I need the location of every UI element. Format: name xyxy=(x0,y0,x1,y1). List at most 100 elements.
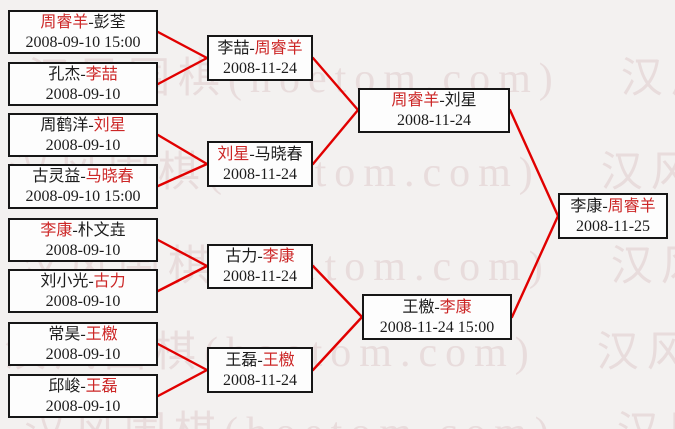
match-date: 2008-09-10 xyxy=(45,85,121,103)
match-box-final: 李康-周睿羊 2008-11-25 xyxy=(558,193,668,239)
match-box-round1-3: 周鹤洋-刘星 2008-09-10 xyxy=(8,113,158,157)
match-players: 李康-朴文垚 xyxy=(40,220,125,241)
player-name: 马晓春 xyxy=(85,168,134,185)
player-name: 马晓春 xyxy=(254,145,303,163)
match-players: 孔杰-李喆 xyxy=(48,64,117,85)
player-name: 刘星 xyxy=(217,145,250,163)
player-name: 周睿羊 xyxy=(391,92,440,109)
match-date: 2008-09-10 15:00 xyxy=(25,33,141,51)
match-players: 刘星-马晓春 xyxy=(217,144,302,165)
match-date: 2008-09-10 xyxy=(45,397,121,415)
name-separator: - xyxy=(257,248,263,265)
match-date: 2008-09-10 xyxy=(45,345,121,363)
player-name: 朴文垚 xyxy=(77,221,126,239)
match-players: 周鹤洋-刘星 xyxy=(40,115,125,136)
player-name: 王磊 xyxy=(85,377,118,395)
player-name: 周睿羊 xyxy=(607,197,656,215)
player-name: 邱峻 xyxy=(48,377,81,395)
player-name: 李喆 xyxy=(217,39,250,57)
player-name: 李康 xyxy=(439,298,472,316)
match-players: 王磊-王檄 xyxy=(225,350,294,371)
connector-line xyxy=(311,108,360,166)
player-name: 王磊 xyxy=(225,351,258,369)
match-date: 2008-09-10 15:00 xyxy=(25,188,141,205)
match-players: 王檄-李康 xyxy=(402,297,471,318)
match-players: 常昊-王檄 xyxy=(48,324,117,345)
name-separator: - xyxy=(602,197,608,215)
player-name: 周睿羊 xyxy=(254,39,303,57)
name-separator: - xyxy=(88,272,94,290)
player-name: 孔杰 xyxy=(48,65,81,83)
name-separator: - xyxy=(72,221,78,239)
player-name: 古力 xyxy=(93,272,126,290)
name-separator: - xyxy=(257,351,263,369)
name-separator: - xyxy=(80,325,86,343)
connector-line xyxy=(156,368,209,398)
match-players: 古灵益-马晓春 xyxy=(32,166,133,187)
match-players: 周睿羊-刘星 xyxy=(391,90,476,111)
match-box-round1-5: 李康-朴文垚 2008-09-10 xyxy=(8,218,158,262)
connector-line xyxy=(156,133,209,166)
name-separator: - xyxy=(80,377,86,395)
player-name: 刘小光 xyxy=(40,272,89,290)
match-box-round1-2: 孔杰-李喆 2008-09-10 xyxy=(8,62,158,106)
match-players: 李喆-周睿羊 xyxy=(217,38,302,59)
connector-line xyxy=(156,56,209,86)
player-name: 李康 xyxy=(570,197,603,215)
player-name: 彭荃 xyxy=(93,13,126,31)
match-date: 2008-11-24 15:00 xyxy=(379,318,495,336)
match-box-round1-6: 刘小光-古力 2008-09-10 xyxy=(8,269,158,313)
name-separator: - xyxy=(249,145,255,163)
player-name: 李康 xyxy=(262,248,295,265)
player-name: 周睿羊 xyxy=(40,13,89,31)
match-box-semifinal-2: 王檄-李康 2008-11-24 15:00 xyxy=(362,294,512,340)
name-separator: - xyxy=(88,116,94,134)
match-date: 2008-09-10 xyxy=(45,241,121,259)
connector-line xyxy=(156,162,209,188)
name-separator: - xyxy=(88,13,94,31)
match-box-round2-4: 王磊-王檄 2008-11-24 xyxy=(207,347,313,393)
match-date: 2008-11-24 xyxy=(396,112,472,129)
match-date: 2008-11-25 xyxy=(575,217,651,235)
match-date: 2008-11-24 xyxy=(222,268,298,285)
connector-line xyxy=(508,108,560,218)
player-name: 古力 xyxy=(225,248,258,265)
match-date: 2008-09-10 xyxy=(45,292,121,310)
match-box-semifinal-1: 周睿羊-刘星 2008-11-24 xyxy=(358,88,510,133)
player-name: 刘星 xyxy=(444,92,477,109)
match-players: 李康-周睿羊 xyxy=(570,196,655,217)
player-name: 周鹤洋 xyxy=(40,116,89,134)
player-name: 刘星 xyxy=(93,116,126,134)
match-date: 2008-11-24 xyxy=(222,59,298,77)
match-box-round1-7: 常昊-王檄 2008-09-10 xyxy=(8,322,158,366)
match-box-round2-3: 古力-李康 2008-11-24 xyxy=(207,244,313,289)
match-players: 邱峻-王磊 xyxy=(48,376,117,397)
match-date: 2008-11-24 xyxy=(222,165,298,183)
match-players: 周睿羊-彭荃 xyxy=(40,12,125,33)
match-date: 2008-09-10 xyxy=(45,136,121,154)
name-separator: - xyxy=(80,65,86,83)
name-separator: - xyxy=(439,92,445,109)
match-players: 古力-李康 xyxy=(225,246,294,267)
match-box-round2-1: 李喆-周睿羊 2008-11-24 xyxy=(207,35,313,81)
connector-line xyxy=(156,238,209,268)
connector-line xyxy=(311,56,360,112)
name-separator: - xyxy=(249,39,255,57)
match-box-round1-8: 邱峻-王磊 2008-09-10 xyxy=(8,374,158,418)
player-name: 王檄 xyxy=(262,351,295,369)
player-name: 王檄 xyxy=(402,298,435,316)
player-name: 常昊 xyxy=(48,325,81,343)
match-players: 刘小光-古力 xyxy=(40,271,125,292)
name-separator: - xyxy=(434,298,440,316)
connector-line xyxy=(311,264,364,319)
connector-line xyxy=(156,30,209,60)
match-date: 2008-11-24 xyxy=(222,371,298,389)
player-name: 王檄 xyxy=(85,325,118,343)
match-box-round1-1: 周睿羊-彭荃 2008-09-10 15:00 xyxy=(8,10,158,54)
connector-line xyxy=(156,342,209,372)
connector-line xyxy=(510,214,560,319)
name-separator: - xyxy=(80,168,86,185)
player-name: 李喆 xyxy=(85,65,118,83)
